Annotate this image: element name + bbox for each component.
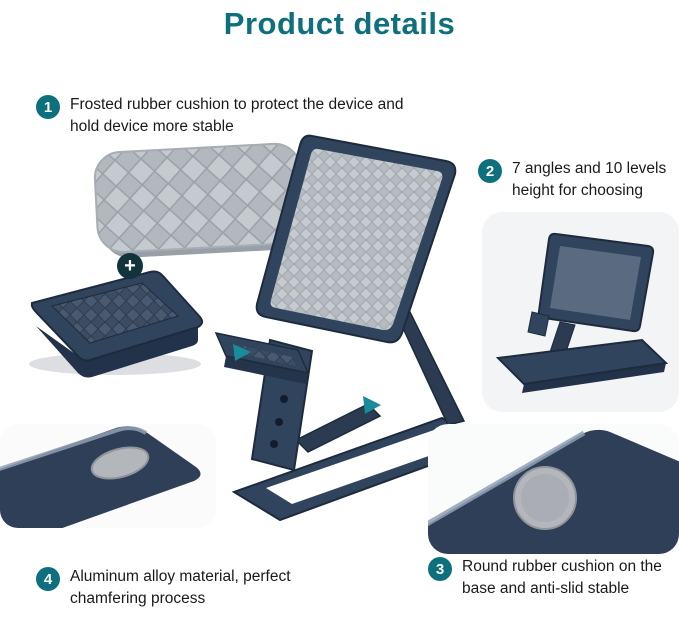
round-cushion-left — [90, 446, 150, 480]
callout-3-badge: 3 — [428, 557, 452, 581]
callout-aluminum-alloy: 4 Aluminum alloy material, perfect chamf… — [36, 566, 298, 609]
callout-4-badge: 4 — [36, 567, 60, 591]
pointer-arrow-icon — [363, 396, 381, 414]
callout-2-text: 7 angles and 10 levels height for choosi… — [512, 160, 667, 199]
callout-angles-height: 2 7 angles and 10 levels height for choo… — [478, 158, 674, 201]
base-corner-inset-left — [0, 424, 216, 528]
callout-2-badge: 2 — [478, 159, 502, 183]
folded-stand-inset — [482, 212, 679, 412]
pointer-arrow-icon — [233, 344, 251, 361]
plus-icon: + — [117, 253, 143, 279]
callout-4-text: Aluminum alloy material, perfect chamfer… — [70, 568, 291, 607]
page-title: Product details — [223, 6, 456, 41]
phone-stand — [214, 134, 491, 522]
base-corner-inset-right — [428, 424, 679, 554]
round-cushion-right — [513, 466, 577, 530]
tray-inset — [29, 270, 204, 378]
callout-1-text: Frosted rubber cushion to protect the de… — [70, 96, 404, 135]
frosted-pad-inset — [93, 142, 307, 258]
callout-round-cushion: 3 Round rubber cushion on the base and a… — [428, 556, 664, 599]
callout-1-badge: 1 — [36, 95, 60, 119]
callout-frosted-cushion: 1 Frosted rubber cushion to protect the … — [36, 94, 428, 137]
callout-3-text: Round rubber cushion on the base and ant… — [462, 558, 662, 597]
